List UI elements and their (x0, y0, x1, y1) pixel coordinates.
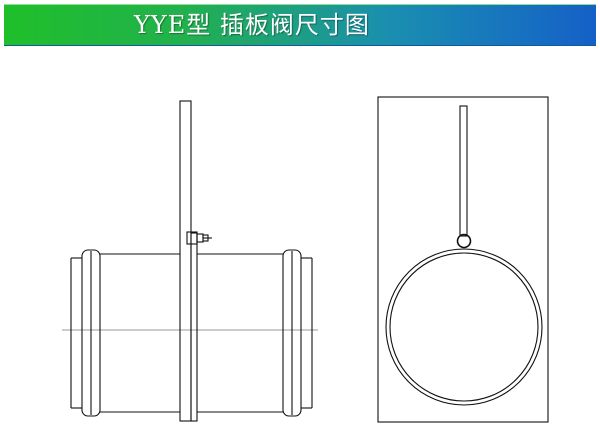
front-plate-frame (377, 96, 549, 423)
right-bead-ring (282, 249, 302, 417)
left-pipe-section (70, 249, 180, 417)
page-title: YYE型 插板阀尺寸图 (134, 11, 370, 39)
pipe-opening-outer (385, 248, 543, 406)
bolt-assembly (186, 231, 212, 245)
pipe-opening-inner (389, 252, 539, 402)
side-view (62, 100, 318, 422)
front-view (377, 96, 549, 423)
front-bolt-circle (456, 233, 472, 249)
gate-slot (459, 105, 468, 237)
title-bar: YYE型 插板阀尺寸图 (4, 4, 596, 46)
right-pipe-section (197, 249, 313, 417)
gate-flange (190, 232, 198, 422)
gate-plate (179, 100, 192, 422)
left-bead-ring (81, 249, 101, 417)
